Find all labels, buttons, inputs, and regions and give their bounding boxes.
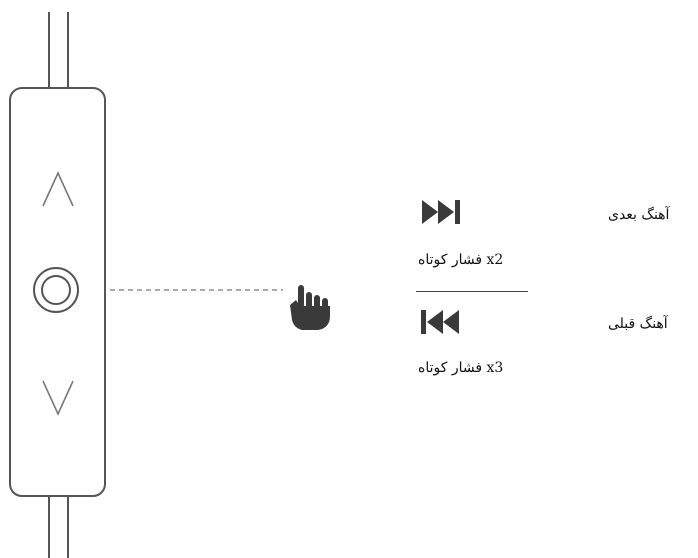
divider-line [416, 291, 528, 292]
circle-button-icon[interactable] [33, 267, 79, 313]
chevron-down-icon[interactable] [42, 380, 74, 416]
next-track-icon [422, 200, 460, 224]
previous-track-icon [421, 310, 459, 334]
next-instruction: x2 فشار کوتاه [418, 252, 504, 268]
cable-bottom [48, 496, 69, 558]
previous-label: آهنگ قبلی [608, 316, 668, 332]
pointing-hand-icon [290, 285, 330, 330]
previous-instruction: x3 فشار کوتاه [418, 360, 504, 376]
cable-top [48, 12, 69, 88]
chevron-up-icon[interactable] [42, 171, 74, 207]
next-label: آهنگ بعدی [608, 207, 670, 223]
